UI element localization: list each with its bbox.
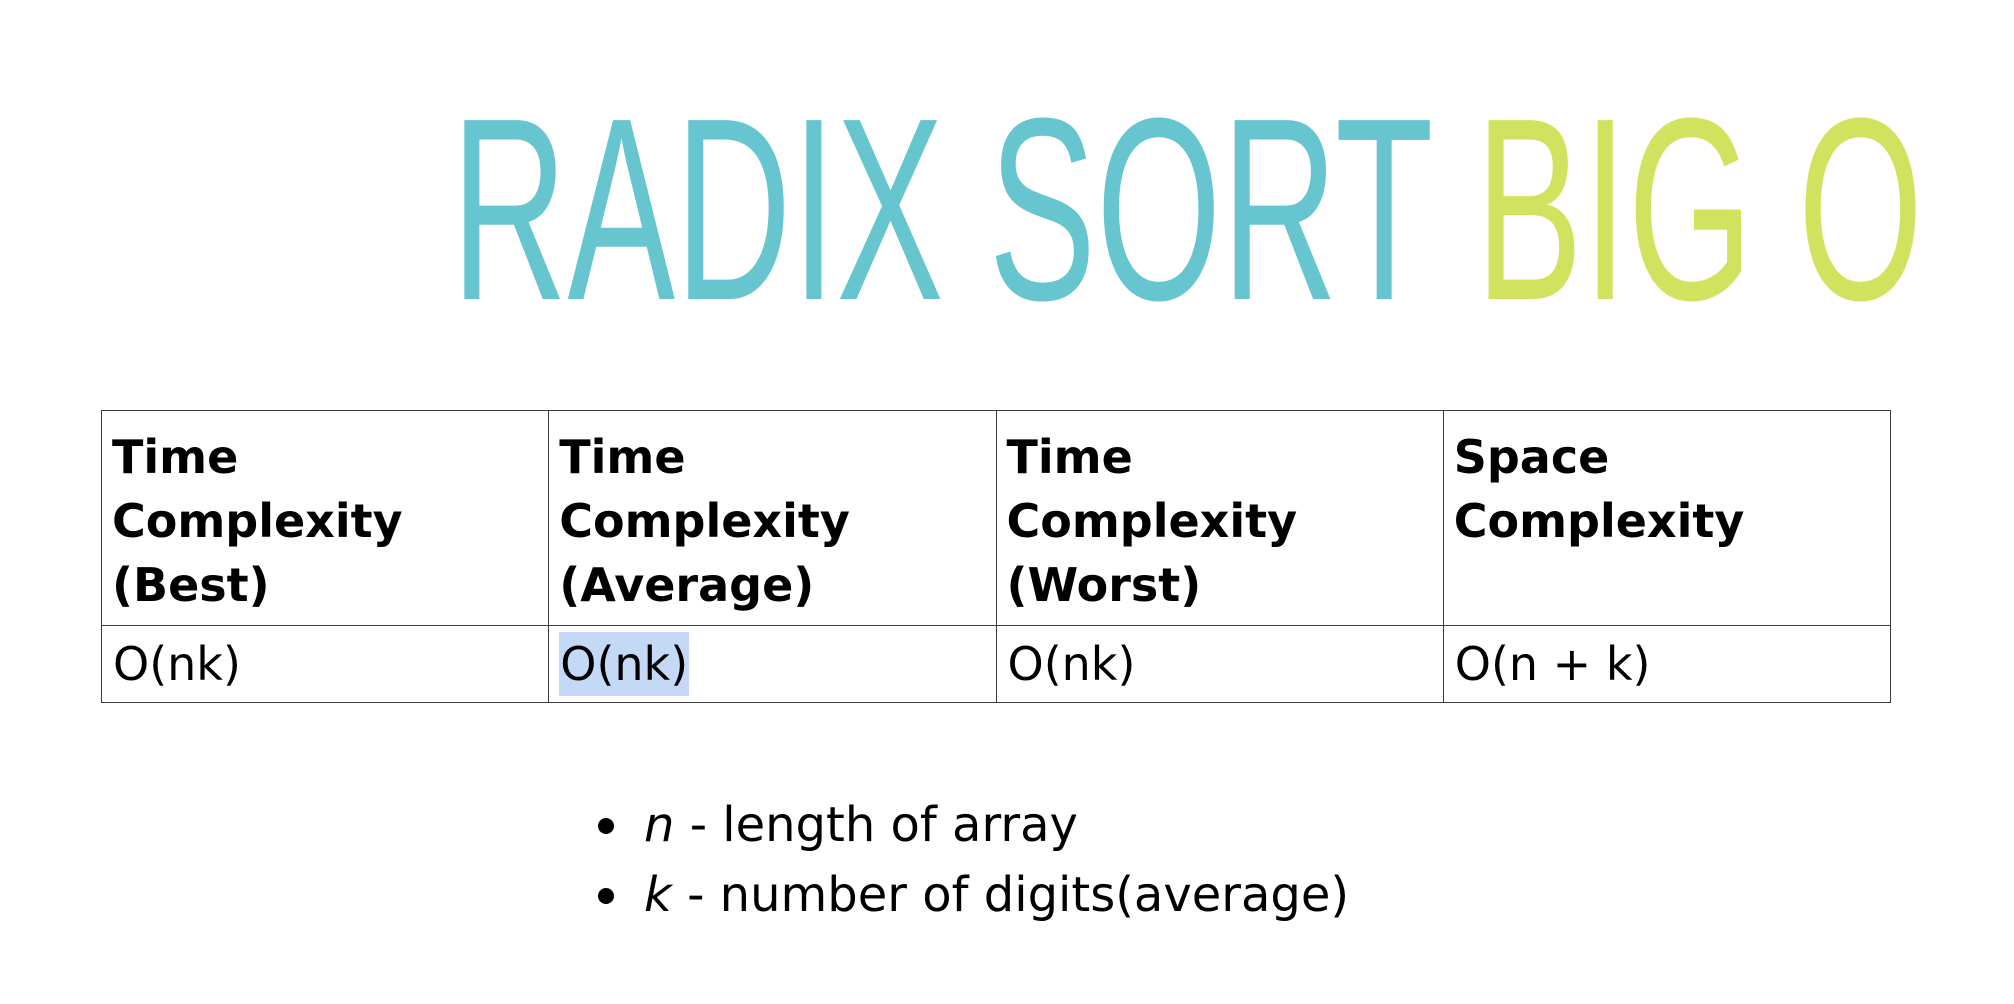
variable-legend: n - length of array k - number of digits… (590, 790, 1349, 930)
slide-title: RADIX SORT BIG O (0, 80, 2014, 340)
legend-item-k: k - number of digits(average) (590, 860, 1349, 930)
cell-time-worst[interactable]: O(nk) (995, 625, 1444, 703)
cell-value-time-average-selected: O(nk) (559, 632, 690, 696)
bullet-icon (598, 818, 614, 834)
title-big-o: BIG O (1475, 65, 1924, 355)
header-space: Space Complexity (1442, 410, 1892, 626)
legend-text-k: - number of digits(average) (687, 867, 1350, 923)
complexity-table: Time Complexity (Best) Time Complexity (… (100, 410, 1892, 703)
cell-value-time-worst: O(nk) (1007, 637, 1136, 691)
header-time-worst: Time Complexity (Worst) (995, 410, 1444, 626)
legend-item-n: n - length of array (590, 790, 1349, 860)
cell-space[interactable]: O(n + k) (1442, 625, 1892, 703)
header-time-average: Time Complexity (Average) (548, 410, 997, 626)
legend-var-k: k (644, 867, 672, 923)
table-header-row: Time Complexity (Best) Time Complexity (… (100, 410, 1892, 626)
header-time-best: Time Complexity (Best) (100, 410, 550, 626)
cell-value-time-best: O(nk) (113, 637, 241, 691)
title-radix-sort: RADIX SORT (451, 65, 1431, 355)
legend-var-n: n (644, 797, 675, 853)
cell-time-best[interactable]: O(nk) (100, 625, 550, 703)
cell-value-space: O(n + k) (1454, 637, 1651, 691)
legend-text-n: - length of array (689, 797, 1078, 853)
table-row: O(nk) O(nk) O(nk) O(n + k) (100, 625, 1892, 703)
bullet-icon (598, 888, 614, 904)
cell-time-average[interactable]: O(nk) (548, 625, 997, 703)
